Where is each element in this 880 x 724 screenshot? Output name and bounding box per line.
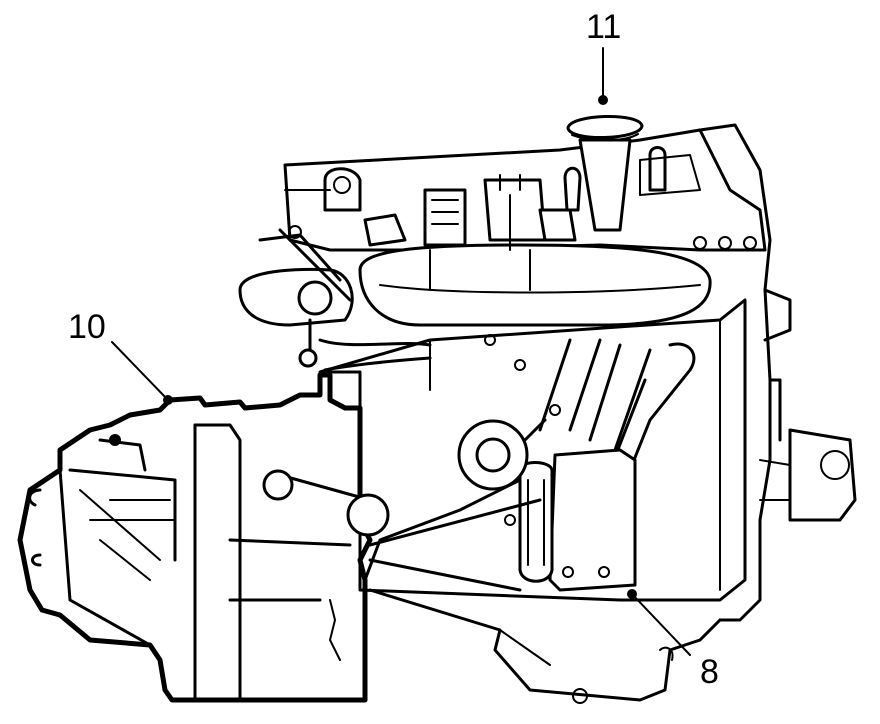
- intake-manifold: [358, 166, 712, 327]
- callout-10: 10: [68, 308, 106, 346]
- callout-11: 11: [586, 8, 622, 46]
- leader-line-8: [631, 593, 691, 656]
- engine-mount-bracket: [363, 418, 547, 592]
- leader-dot-8: [627, 589, 637, 599]
- timing-cover: [698, 123, 857, 622]
- throttle-body: [238, 225, 432, 372]
- gearbox: [17, 372, 390, 703]
- leader-dot-10: [163, 395, 173, 405]
- leader-dot-11: [598, 95, 608, 105]
- oil-pan: [368, 588, 722, 704]
- cylinder-head: [283, 128, 767, 252]
- leader-line-10: [111, 341, 169, 401]
- callout-leaders: [111, 47, 691, 656]
- oil-filler: [566, 115, 644, 232]
- callout-8: 8: [700, 653, 719, 691]
- oil-filter-housing: [518, 448, 637, 592]
